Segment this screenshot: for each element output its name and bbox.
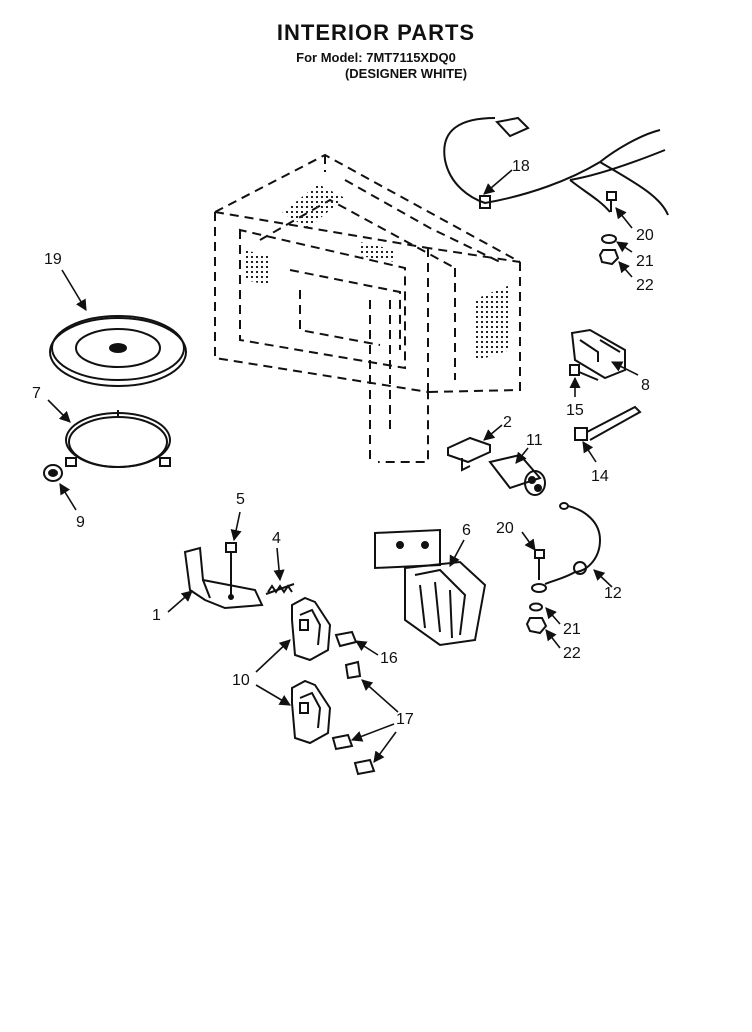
callout-19: 19	[44, 251, 62, 268]
interlock-switch-holder-lower	[291, 679, 332, 745]
screw	[569, 364, 599, 381]
roller-wheel	[43, 464, 63, 482]
interlock-switch	[334, 630, 358, 648]
callout-15: 15	[566, 402, 584, 419]
callout-6: 6	[462, 522, 471, 539]
capacitor-bracket	[447, 436, 491, 472]
transformer	[374, 528, 487, 647]
part-callouts: 19 7 9 18 20 21 22 8 15 14 2 11 12 20 21…	[32, 158, 654, 728]
capacitor	[488, 453, 546, 496]
callout-2: 2	[503, 414, 512, 431]
callout-21-lower: 21	[563, 621, 581, 638]
callout-12: 12	[604, 585, 622, 602]
mounting-screw	[225, 542, 237, 598]
callout-11: 11	[526, 432, 543, 449]
model-variant: (DESIGNER WHITE)	[344, 66, 468, 81]
callout-10: 10	[232, 672, 250, 689]
turntable-tray	[49, 315, 187, 387]
cable-tie	[574, 405, 642, 441]
callout-14: 14	[591, 468, 609, 485]
power-cord	[443, 116, 669, 216]
door-latch-lever	[183, 546, 264, 610]
callout-20-lower: 20	[496, 520, 514, 537]
bracket	[570, 328, 626, 380]
diode-assembly	[544, 502, 602, 585]
callout-22-lower: 22	[563, 645, 581, 662]
callout-17: 16	[380, 650, 398, 667]
callout-20-upper: 20	[636, 227, 654, 244]
oven-vent-grilles	[245, 184, 510, 362]
callout-4: 4	[272, 530, 281, 547]
page-title: INTERIOR PARTS	[276, 20, 476, 45]
spring	[265, 583, 295, 595]
callout-5: 5	[236, 491, 245, 508]
ground-screw-lower	[525, 549, 548, 635]
oven-cavity-outline	[214, 153, 521, 463]
monitor-switch-b	[331, 733, 354, 751]
callout-8: 8	[641, 377, 650, 394]
callout-21-upper: 21	[636, 253, 654, 270]
monitor-switch-c	[353, 758, 376, 776]
callout-16: 18	[512, 158, 530, 175]
callout-1: 1	[152, 607, 161, 624]
roller-support-ring	[65, 410, 171, 468]
callout-22-upper: 22	[636, 277, 654, 294]
interlock-switch-holder-upper	[291, 596, 332, 662]
callout-7: 7	[32, 385, 41, 402]
monitor-switch-a	[344, 660, 362, 680]
callout-9: 9	[76, 514, 85, 531]
ground-screw-upper	[598, 191, 620, 266]
callout-18: 17	[396, 711, 414, 728]
leader-lines	[47, 169, 639, 763]
model-number: For Model: 7MT7115XDQ0	[296, 50, 456, 65]
